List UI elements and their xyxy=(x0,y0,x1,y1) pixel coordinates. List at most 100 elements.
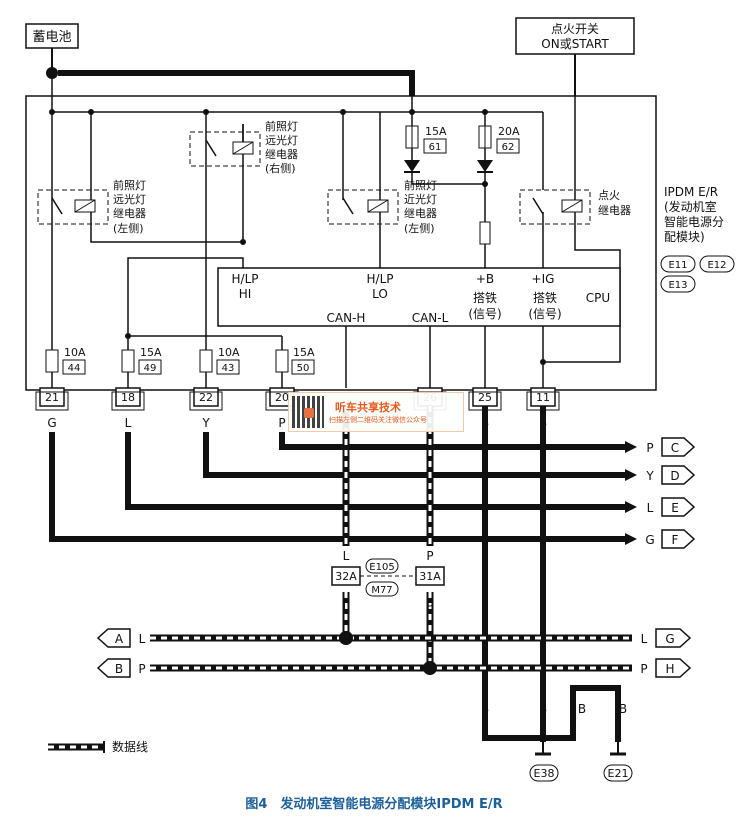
cpu-hlp-hi-2: HI xyxy=(239,287,252,301)
cpu-plus-ig: +IG xyxy=(532,272,555,286)
pin-22-label: 22 xyxy=(199,391,213,404)
output-c-letter: C xyxy=(671,441,679,455)
can-connector-e105: E105 xyxy=(369,562,394,573)
pin-22 xyxy=(189,387,223,411)
connector-e11: E11 xyxy=(668,260,687,271)
output-d-color: Y xyxy=(645,469,654,483)
ignition-switch-label-2: ON或START xyxy=(541,37,609,51)
bus-right-g-letter: G xyxy=(665,632,674,646)
hi-left-relay-label-1: 前照灯 xyxy=(113,178,146,192)
ground-b-label-1: B xyxy=(481,702,489,716)
hi-left-relay-label-4: (左侧) xyxy=(113,222,144,235)
lo-left-relay-label-4: (左侧) xyxy=(404,222,435,235)
pin-21 xyxy=(35,387,69,411)
hi-right-relay xyxy=(189,112,261,388)
cpu-plus-b: +B xyxy=(476,272,494,286)
fuse-50-amp: 15A xyxy=(293,346,315,359)
output-f-color: G xyxy=(645,533,654,547)
output-f-letter: F xyxy=(672,533,679,547)
legend-data-line xyxy=(48,741,105,753)
fuse-49 xyxy=(121,349,135,373)
cpu-ground-sig-2: (信号) xyxy=(528,307,561,321)
ground-b-label-3: B xyxy=(578,702,586,716)
cpu-can-l: CAN-L xyxy=(412,311,449,325)
can-connector-m77: M77 xyxy=(371,585,392,596)
connector-e12: E12 xyxy=(707,260,726,271)
ignition-relay-label-1: 点火 xyxy=(598,189,620,202)
module-label-3: 智能电源分 xyxy=(664,214,724,229)
module-label-4: 配模块) xyxy=(664,230,705,244)
lo-left-relay-label-2: 近光灯 xyxy=(404,192,437,206)
hi-right-relay-label-4: (右侧) xyxy=(265,161,296,175)
fuse-49-num: 49 xyxy=(144,363,157,374)
fuse-61 xyxy=(404,125,485,185)
fuse-49-amp: 15A xyxy=(140,346,162,359)
ground-e21: E21 xyxy=(608,767,629,780)
module-label-2: (发动机室 xyxy=(664,199,717,214)
bus-right-h-letter: H xyxy=(665,662,674,676)
bus-right-g-color: L xyxy=(641,632,648,646)
battery-label: 蓄电池 xyxy=(32,30,71,45)
fuse-43-num: 43 xyxy=(222,363,235,374)
fuse-44-num: 44 xyxy=(68,363,81,374)
can-l-wire-label: P xyxy=(426,549,433,563)
ground-e38: E38 xyxy=(534,767,555,780)
qr-code-icon xyxy=(292,396,324,428)
battery-junction xyxy=(46,67,58,79)
fuse-50 xyxy=(275,349,289,373)
ignition-relay-label-2: 继电器 xyxy=(598,204,631,217)
watermark-title: 听车共享技术 xyxy=(335,401,401,414)
wire-l-label: L xyxy=(125,416,132,430)
fuse-43-amp: 10A xyxy=(218,346,240,359)
bus-left-a-letter: A xyxy=(115,632,124,646)
pin-21-label: 21 xyxy=(45,391,59,404)
bus-left-b-letter: B xyxy=(115,662,123,676)
cpu-can-h: CAN-H xyxy=(327,311,366,325)
fuse-44-amp: 10A xyxy=(64,346,86,359)
can-connector-31a: 31A xyxy=(419,570,441,583)
hi-right-relay-label-3: 继电器 xyxy=(265,148,298,161)
wire-y-label: Y xyxy=(201,416,210,430)
cpu-ground-2: 搭铁 xyxy=(533,291,557,305)
fuse-62 xyxy=(477,125,493,268)
ignition-switch-label-1: 点火开关 xyxy=(551,22,599,36)
watermark-subtitle: 扫描左侧二维码关注微信公众号 xyxy=(329,416,427,424)
lo-left-relay-label-3: 继电器 xyxy=(404,207,437,220)
can-l-wire-label-2: P xyxy=(426,599,433,613)
can-h-wire-label: L xyxy=(343,549,350,563)
bus-left-b-color: P xyxy=(138,662,145,676)
hi-right-relay-label-2: 远光灯 xyxy=(265,133,298,147)
hi-left-relay-label-2: 远光灯 xyxy=(113,192,146,206)
watermark: 听车共享技术 扫描左侧二维码关注微信公众号 xyxy=(288,392,464,432)
fuse-62-num: 62 xyxy=(502,142,515,153)
pin-18 xyxy=(111,387,145,411)
output-e-letter: E xyxy=(671,501,679,515)
ipdm-module-box xyxy=(25,95,657,391)
bus-left-a-color: L xyxy=(139,632,146,646)
cpu-box xyxy=(217,267,621,327)
ground-b-label-4: B xyxy=(619,702,627,716)
hi-left-relay-label-3: 继电器 xyxy=(113,207,146,220)
fuse-61-amp: 15A xyxy=(425,125,447,138)
hi-left-relay xyxy=(37,112,246,245)
fuse-43 xyxy=(199,349,213,373)
pin-25 xyxy=(468,387,502,411)
fuse-50-num: 50 xyxy=(297,363,310,374)
pin-20-label: 20 xyxy=(275,391,289,404)
fuse-44 xyxy=(45,349,59,373)
pin-18-label: 18 xyxy=(121,391,135,404)
lo-left-relay-label-1: 前照灯 xyxy=(404,178,437,192)
can-l-junction xyxy=(423,661,437,675)
hi-right-relay-label-1: 前照灯 xyxy=(265,119,298,133)
cpu-hlp-hi-1: H/LP xyxy=(232,272,259,286)
output-e-color: L xyxy=(647,501,654,515)
cpu-hlp-lo-1: H/LP xyxy=(367,272,394,286)
lo-left-relay xyxy=(327,112,399,268)
cpu-label: CPU xyxy=(586,291,610,305)
module-label-1: IPDM E/R xyxy=(664,185,718,199)
pin-25-label: 25 xyxy=(478,391,492,404)
cpu-ground-1: 搭铁 xyxy=(473,291,497,305)
ignition-relay xyxy=(519,96,621,363)
can-h-wire-label-2: L xyxy=(343,599,350,613)
cpu-hlp-lo-2: LO xyxy=(372,287,388,301)
